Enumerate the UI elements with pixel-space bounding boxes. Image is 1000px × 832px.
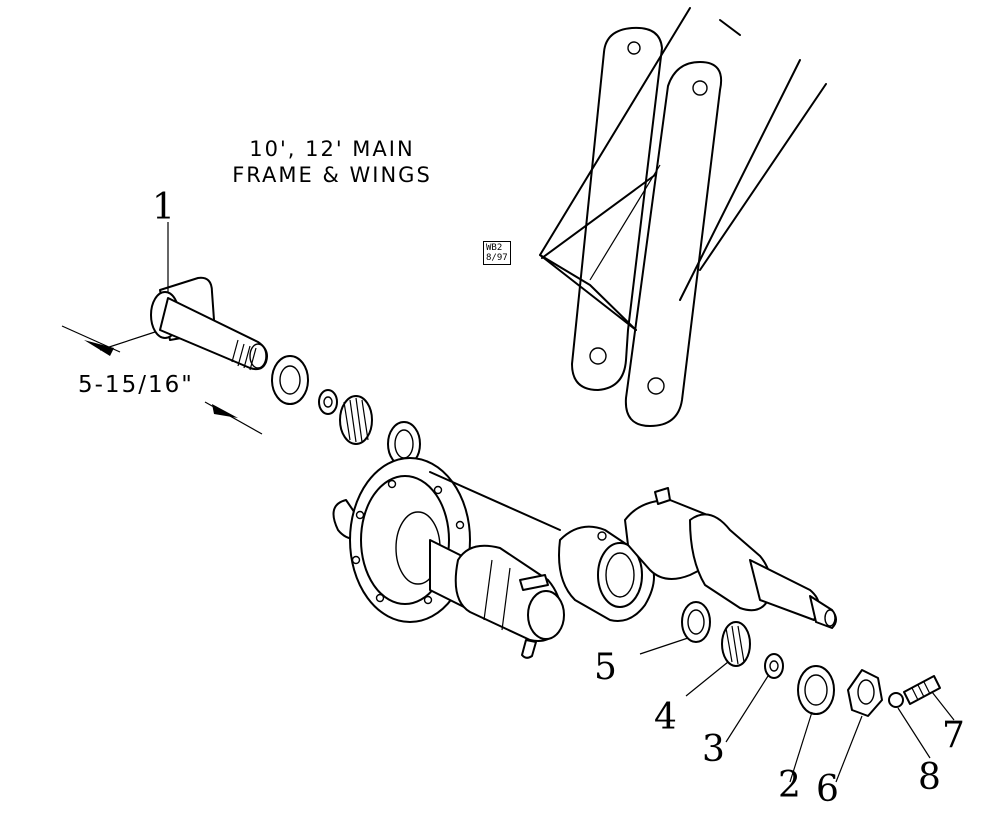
title-line-1: 10', 12' MAIN <box>249 137 415 161</box>
spindle-arm <box>429 487 837 659</box>
leader-lines <box>167 222 955 783</box>
outer-bearing-parts <box>681 601 941 717</box>
stamp-line-1: WB2 <box>486 243 503 253</box>
callout-8: 8 <box>918 757 941 798</box>
revision-stamp: WB2 8/97 <box>483 241 511 265</box>
dimension-label: 5-15/16" <box>78 372 194 398</box>
callout-2: 2 <box>778 765 801 806</box>
frame-arms <box>539 7 827 427</box>
callout-7: 7 <box>942 715 965 756</box>
drawing-title: 10', 12' MAIN FRAME & WINGS <box>212 136 452 188</box>
callout-6: 6 <box>816 769 839 810</box>
inner-bearing-parts <box>271 355 421 467</box>
callout-4: 4 <box>654 697 677 738</box>
spindle-part-1 <box>150 276 268 371</box>
callout-5: 5 <box>594 647 617 688</box>
dimension-arrows <box>61 325 263 435</box>
stamp-line-2: 8/97 <box>486 253 508 263</box>
title-line-2: FRAME & WINGS <box>232 163 432 187</box>
callout-3: 3 <box>702 729 725 770</box>
callout-1: 1 <box>152 187 175 228</box>
